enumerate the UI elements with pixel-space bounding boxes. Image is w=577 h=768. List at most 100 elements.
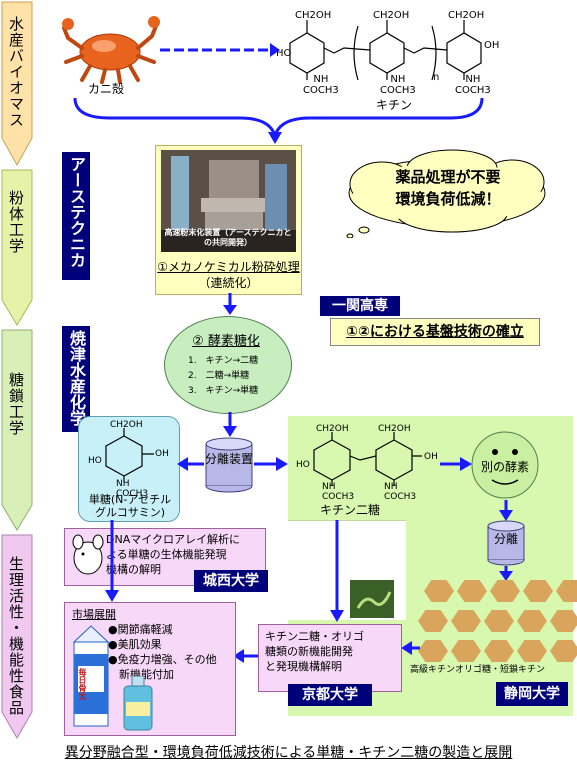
monosaccharide-structure (105, 428, 154, 482)
arrow-mono-to-market (105, 520, 119, 602)
hex (490, 580, 520, 602)
stage-arrows (1, 1, 33, 740)
stage-label-glyco: 糖鎖工学 (7, 372, 25, 436)
product-label: 毎日骨太 (78, 668, 87, 700)
stage-label-functional-food: 生理活性・機能性食品 (7, 556, 25, 716)
company-josai: 城西大学 (194, 570, 268, 592)
mono-ho: HO (88, 456, 102, 466)
hex (517, 640, 547, 662)
hex (451, 640, 481, 662)
chem-ch2oh-3: CH2OH (448, 10, 485, 21)
other-enzyme-label: 別の酵素 (480, 460, 529, 474)
separator-2-label: 分離 (493, 532, 518, 546)
bottle-icon (123, 676, 153, 731)
ring-2 (369, 32, 405, 74)
company-ichinoseki: 一関高専 (320, 296, 400, 316)
arrow-separator2-to-oligo (499, 566, 513, 581)
arrow-dimer-to-kyoto (330, 520, 344, 622)
market-list: ●関節痛軽減 ●美肌効果 ●免疫力増強、その他 新機能付加 (108, 623, 217, 681)
stage-arrow-1 (1, 1, 33, 167)
enzyme-ellipse (164, 316, 292, 414)
arrow-separator-to-dimer (254, 457, 288, 471)
dimer-ho: HO (296, 460, 310, 470)
hex (484, 610, 514, 632)
mono-oh: OH (155, 449, 169, 459)
mouse-icon (72, 534, 104, 575)
hex-row-3 (418, 640, 577, 662)
photo-caption: 高速粉末化装置（アーステクニカとの共同開発） (164, 228, 292, 247)
market-title: 市場展開 (72, 608, 116, 621)
crab-icon (62, 16, 160, 84)
arrow-dimer-to-enzyme (440, 457, 472, 471)
oligo-hexagons (418, 580, 577, 662)
chem-ch2oh-2: CH2OH (373, 10, 410, 21)
company-yaizu: 焼津水産化学 (62, 326, 90, 432)
separator-cylinder-1 (205, 437, 253, 493)
company-aastec: アーステクニカ (62, 152, 90, 280)
arrow-oligo-to-kyoto (401, 641, 420, 655)
ichinoseki-note: ①②における基盤技術の確立 (330, 318, 540, 346)
hex (556, 580, 577, 602)
chem-ch2oh-1: CH2OH (295, 10, 332, 21)
monosaccharide-box (78, 416, 180, 522)
hex-row-2 (418, 610, 577, 632)
other-enzyme-circle (471, 431, 539, 499)
arrow-step1-to-enzyme (223, 293, 237, 315)
milk-carton-icon (72, 625, 110, 727)
hex-row-1 (424, 580, 577, 602)
crab-label: カニ殻 (88, 82, 125, 96)
monosaccharide-label: 単糖(N-アセチル グルコサミン) (88, 493, 172, 519)
hex (484, 640, 514, 662)
merge-bracket (73, 97, 484, 144)
kyoto-box: キチン二糖・オリゴ 糖類の新機能開発 と発現機構解明 (258, 624, 402, 692)
hex (550, 610, 577, 632)
microscope-image (350, 580, 394, 618)
cloud-line-2: 環境負荷低減！ (395, 190, 501, 208)
machine-photo (161, 150, 296, 252)
arrow-kyoto-to-market (233, 649, 258, 663)
chitin-structure-diagram (289, 20, 482, 81)
step1-sub: （連続化） (198, 276, 259, 290)
ring-1 (289, 32, 325, 74)
stage-arrow-3 (1, 329, 33, 531)
dimer-oh: OH (424, 452, 438, 462)
arrow-enzyme-to-separator (223, 412, 237, 437)
hex (451, 610, 481, 632)
step1-box: 高速粉末化装置（アーステクニカとの共同開発） ①メカノケミカル粉砕処理 （連続化… (155, 145, 302, 295)
flow-arrow-crab-to-chitin (160, 43, 280, 57)
company-kyoto: 京都大学 (288, 684, 372, 706)
cloud-callout (346, 149, 546, 238)
dimer-ch2oh-2: CH2OH (378, 424, 411, 434)
stage-arrow-4 (1, 534, 33, 740)
company-shizuoka: 静岡大学 (496, 682, 568, 706)
enzyme-item-3: 3. キチン→単糖 (188, 386, 259, 396)
cloud-line-1: 薬品処理が不要 (395, 168, 501, 186)
chem-ho: HO (276, 48, 292, 59)
hex (550, 640, 577, 662)
chitin-dimer-label: キチン二糖 (320, 503, 381, 517)
enzyme-item-2: 2. 二糖→単糖 (188, 371, 250, 381)
hex (517, 610, 547, 632)
ring-3 (446, 32, 482, 74)
separator-1-label: 分離装置 (204, 452, 253, 466)
stage-label-powder: 粉体工学 (7, 190, 25, 254)
enzyme-list: 1. キチン→二糖 2. 二糖→単糖 3. キチン→単糖 (188, 354, 258, 399)
notch-border (288, 520, 406, 521)
arrow-separator-to-mono (177, 457, 204, 471)
enzyme-item-1: 1. キチン→二糖 (188, 356, 259, 366)
dimer-ch2oh-1: CH2OH (316, 424, 349, 434)
chem-n-subscript: n (433, 72, 440, 83)
mono-ch2oh: CH2OH (110, 420, 143, 430)
hex (418, 610, 448, 632)
hex (418, 640, 448, 662)
chem-oh: OH (484, 40, 500, 51)
step1-title: ①メカノケミカル粉砕処理 (157, 260, 300, 274)
kyoto-text: キチン二糖・オリゴ 糖類の新機能開発 と発現機構解明 (265, 630, 364, 673)
hex (457, 580, 487, 602)
cloud-text: 薬品処理が不要 環境負荷低減！ (368, 166, 528, 210)
footer-caption: 異分野融合型・環境負荷低減技術による単糖・キチン二糖の製造と展開 (64, 745, 513, 761)
